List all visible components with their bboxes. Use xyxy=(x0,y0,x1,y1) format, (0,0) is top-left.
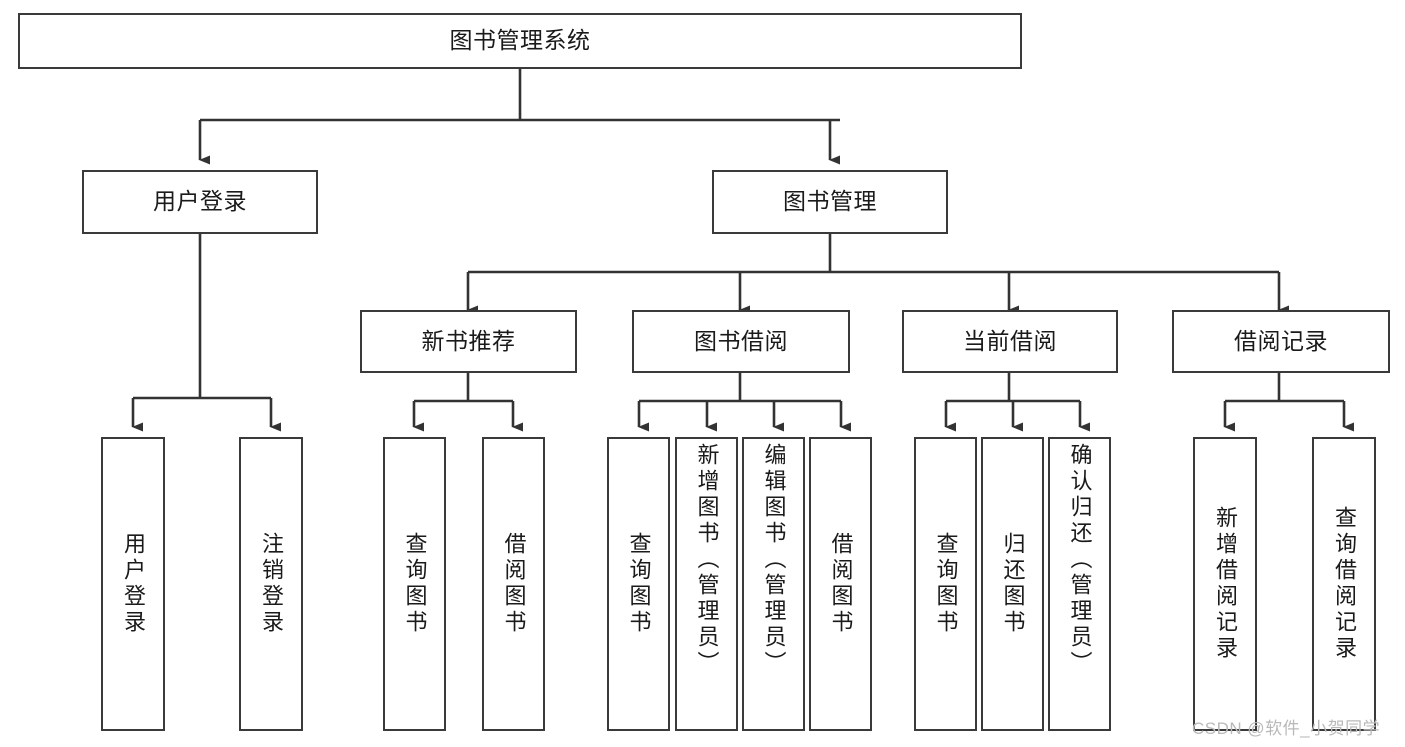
node-root-book-management-system[interactable]: 图书管理系统 xyxy=(18,13,1022,69)
leaf-logout-login[interactable]: 注销登录 xyxy=(239,437,303,731)
node-label: 查询图书 xyxy=(402,532,428,636)
node-label: 查询图书 xyxy=(626,532,652,636)
node-label: 新增图书（管理员） xyxy=(694,443,720,677)
node-label: 归还图书 xyxy=(1000,532,1026,636)
node-label: 借阅图书 xyxy=(501,532,527,636)
csdn-watermark: CSDN @软件_小贺同学 xyxy=(1192,719,1381,738)
leaf-confirm-return-admin[interactable]: 确认归还（管理员） xyxy=(1048,437,1111,731)
node-label: 图书管理 xyxy=(783,188,877,215)
node-label: 新书推荐 xyxy=(421,327,516,354)
node-label: 用户登录 xyxy=(153,188,247,215)
leaf-add-borrow-record[interactable]: 新增借阅记录 xyxy=(1193,437,1257,731)
node-new-book-recommend[interactable]: 新书推荐 xyxy=(360,310,577,373)
node-label: 编辑图书（管理员） xyxy=(761,443,787,677)
leaf-query-book-3[interactable]: 查询图书 xyxy=(914,437,977,731)
leaf-query-book-2[interactable]: 查询图书 xyxy=(607,437,670,731)
leaf-edit-book-admin[interactable]: 编辑图书（管理员） xyxy=(742,437,805,731)
node-borrow-record[interactable]: 借阅记录 xyxy=(1172,310,1390,373)
node-label: 当前借阅 xyxy=(963,327,1057,354)
node-label: 查询图书 xyxy=(933,532,959,636)
leaf-add-book-admin[interactable]: 新增图书（管理员） xyxy=(675,437,738,731)
node-book-borrow[interactable]: 图书借阅 xyxy=(632,310,850,373)
node-label: 借阅图书 xyxy=(828,532,854,636)
node-label: 查询借阅记录 xyxy=(1331,506,1357,662)
node-label: 图书借阅 xyxy=(694,327,788,354)
node-label: 确认归还（管理员） xyxy=(1067,443,1093,677)
node-label: 注销登录 xyxy=(258,532,284,636)
leaf-return-book[interactable]: 归还图书 xyxy=(981,437,1044,731)
leaf-user-login[interactable]: 用户登录 xyxy=(101,437,165,731)
leaf-borrow-book-1[interactable]: 借阅图书 xyxy=(482,437,545,731)
node-book-management[interactable]: 图书管理 xyxy=(712,170,948,234)
leaf-borrow-book-2[interactable]: 借阅图书 xyxy=(809,437,872,731)
node-label: 新增借阅记录 xyxy=(1212,506,1238,662)
node-label: 用户登录 xyxy=(120,532,146,636)
node-user-login[interactable]: 用户登录 xyxy=(82,170,318,234)
node-label: 借阅记录 xyxy=(1234,327,1328,354)
node-current-borrow[interactable]: 当前借阅 xyxy=(902,310,1118,373)
node-label: 图书管理系统 xyxy=(449,27,591,54)
leaf-query-book-1[interactable]: 查询图书 xyxy=(383,437,446,731)
leaf-query-borrow-record[interactable]: 查询借阅记录 xyxy=(1312,437,1376,731)
